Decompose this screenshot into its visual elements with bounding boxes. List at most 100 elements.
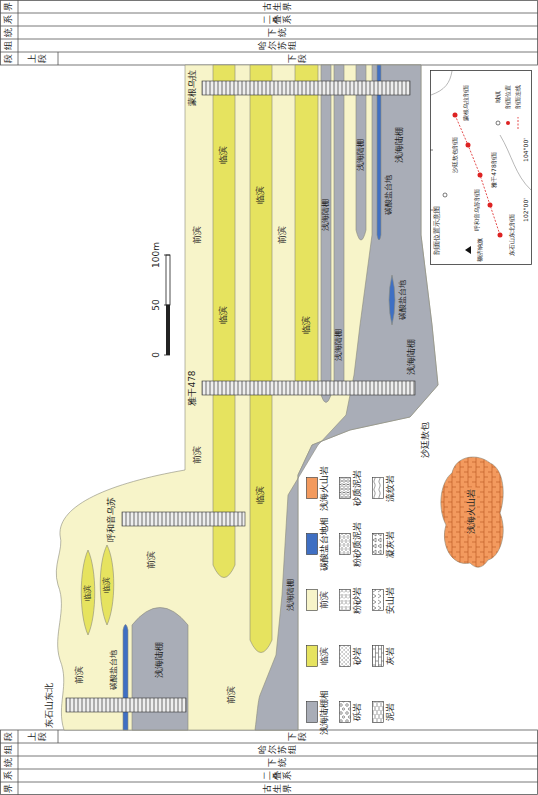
map-label: 雅干478剖面 — [491, 151, 498, 188]
strata-cell: 下段 — [288, 54, 308, 63]
legend-swatch — [306, 701, 318, 723]
legend-item: 砂质泥岩 — [339, 460, 367, 516]
legend-label: 灰岩 — [386, 628, 396, 684]
carbonate-band: 碳酸盐台地 — [106, 619, 130, 731]
legend-swatch — [306, 533, 318, 555]
legend-swatch — [339, 477, 351, 499]
facies-label: 临滨 — [103, 576, 112, 594]
well-log — [66, 698, 186, 712]
scale-label: 0 — [152, 351, 162, 359]
strata-cell: 下统 — [268, 758, 288, 767]
map-legend-label: 城镇 — [495, 90, 502, 104]
carbonate-lens-shape — [389, 275, 395, 325]
legend-label: 凝灰岩 — [386, 516, 396, 572]
volcanic-body-shape — [441, 457, 503, 567]
facies-label: 前滨 — [75, 665, 85, 685]
legend-item: 粉砂岩 — [339, 572, 367, 628]
facies-label: 前滨 — [278, 225, 288, 245]
well-name: 雅干478 — [188, 369, 198, 406]
well-column-outline — [105, 493, 246, 543]
facies-band: 临滨临滨 — [249, 63, 274, 666]
legend-swatch — [339, 589, 351, 611]
carbonate-lens: 碳酸盐台地 — [386, 273, 410, 327]
facies-label: 前滨 — [227, 685, 237, 705]
strata-header: 段 — [4, 731, 14, 742]
facies-label: 临滨 — [219, 145, 229, 165]
facies-label: 前滨 — [193, 225, 203, 245]
legend-label: 浅海陆棚相 — [320, 684, 330, 740]
legend-item: 砂岩 — [339, 628, 367, 684]
strata-cell: 哈尔苏组 — [258, 745, 298, 754]
well-column: 呼和音乌苏 — [105, 493, 246, 543]
strata-header: 界 — [4, 1, 14, 12]
facies-label: 临滨 — [302, 315, 312, 335]
strata-cell: 上段 — [28, 54, 48, 63]
legend-swatch — [339, 701, 351, 723]
legend-swatch — [339, 645, 351, 667]
legend-label: 安山岩 — [386, 572, 396, 628]
strata-header: 系 — [4, 14, 14, 25]
volcanic-body-pattern — [441, 457, 503, 567]
legend-label: 泥岩 — [386, 684, 396, 740]
map-label: 呼和音乌苏剖面 — [474, 188, 481, 232]
scale-label: 50 — [152, 298, 162, 311]
legend-swatch — [339, 533, 351, 555]
facies-band-shape — [250, 65, 272, 653]
well-name: 蒙根乌拉 — [188, 69, 198, 107]
facies-label: 浅海火山岩 — [467, 488, 477, 535]
strata-cell: 古生界 — [263, 2, 293, 11]
facies-lens: 临滨 — [96, 543, 118, 627]
well-column: 蒙根乌拉 — [187, 67, 412, 107]
well-log — [122, 512, 245, 526]
scale-label: 100m — [152, 241, 162, 269]
legend-label: 前滨 — [320, 572, 330, 628]
legend-item: 流纹岩 — [372, 460, 400, 516]
facies-band-outline — [320, 63, 332, 411]
legend-swatch — [306, 477, 318, 499]
well-column-outline — [187, 67, 412, 107]
strata-header: 组 — [4, 744, 14, 755]
coordinate-label: 102°00' — [523, 197, 530, 223]
legend-swatch — [372, 589, 384, 611]
strata-header: 界 — [4, 783, 14, 794]
legend-swatch — [372, 701, 384, 723]
legend-swatch — [372, 477, 384, 499]
map-label: 沙廷敖包剖面 — [452, 136, 459, 174]
facies-band-shape — [213, 65, 235, 578]
strata-cell: 哈尔苏组 — [258, 41, 298, 50]
facies-band-shape — [255, 65, 438, 730]
well-name: 呼和音乌苏 — [107, 496, 117, 543]
legend-item: 浅海火山岩 — [306, 460, 334, 516]
well-name: 东石山东北 — [45, 682, 55, 729]
legend-swatch — [372, 533, 384, 555]
facies-label: 浅海陆棚 — [335, 328, 344, 362]
legend-label: 浅海火山岩 — [320, 460, 330, 516]
facies-band: 浅海陆棚 — [320, 63, 332, 411]
legend-label: 粉砂岩 — [353, 572, 363, 628]
legend-item: 安山岩 — [372, 572, 400, 628]
legend-item: 凝灰岩 — [372, 516, 400, 572]
well-log — [202, 81, 410, 95]
facies-band-outline — [249, 63, 274, 666]
facies-band: 浅海陆棚浅海陆棚浅海陆棚碳酸盐台地碳酸盐台地 — [254, 63, 440, 731]
strata-cell: 上段 — [28, 732, 48, 741]
facies-label: 前滨 — [193, 445, 203, 465]
legend-item: 浅海陆棚相 — [306, 684, 334, 740]
facies-label: 临滨 — [256, 185, 266, 205]
legend-swatch — [372, 645, 384, 667]
facies-lens-shape — [100, 545, 114, 625]
legend-item: 临滨 — [306, 628, 334, 684]
map-frame — [431, 71, 532, 265]
legend-item: 泥岩 — [372, 684, 400, 740]
legend-label: 碳酸盐台地相 — [320, 516, 330, 572]
location-map — [430, 71, 531, 254]
map-title: 剖面位置示意图 — [434, 205, 442, 256]
place-name: 沙廷敖包 — [421, 421, 431, 459]
facies-region: 前滨前滨前滨前滨前滨前滨临滨临滨浅海陆棚碳酸盐台地临滨临滨临滨临滨临滨浅海陆棚浅… — [52, 60, 444, 735]
facies-label: 碳酸盐台地 — [110, 649, 119, 691]
facies-label: 浅海陆棚 — [357, 138, 366, 172]
map-label: 东石山东北剖面 — [509, 213, 516, 257]
facies-band-outline — [294, 63, 320, 404]
facies-label: 临滨 — [256, 485, 266, 505]
